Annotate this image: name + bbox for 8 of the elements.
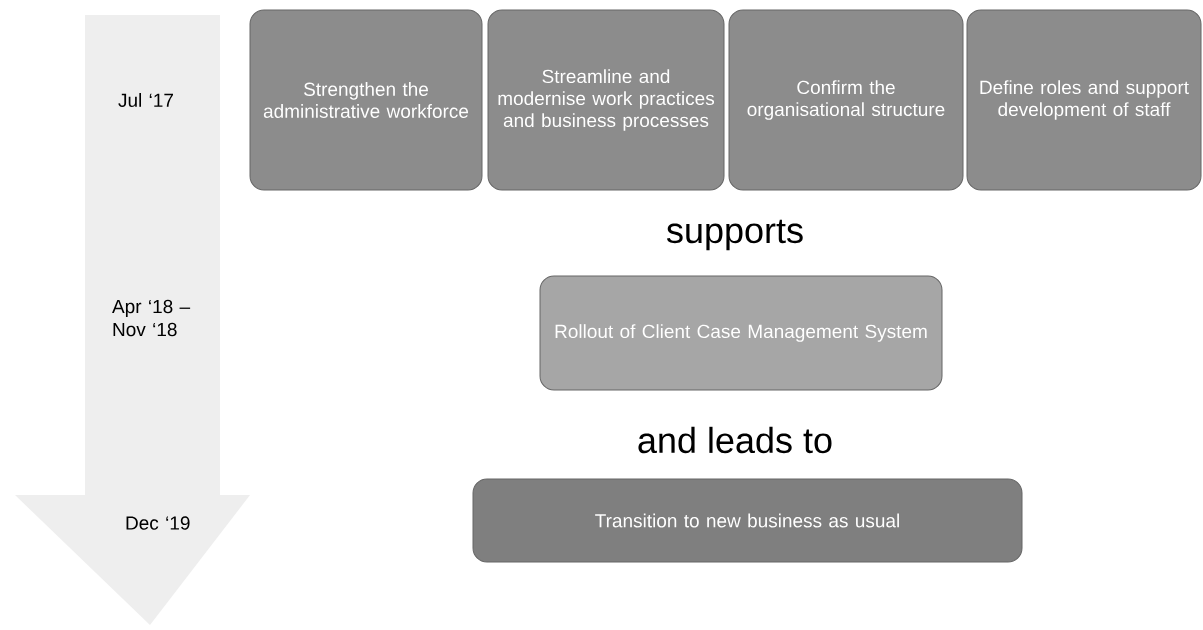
process-box: Strengthen the administrative workforce	[249, 9, 483, 191]
process-box: Streamline and modernise work practices and business processes	[487, 9, 725, 191]
process-box: Define roles and support development of staff	[966, 9, 1202, 191]
process-box: Transition to new business as usual	[472, 478, 1023, 563]
connecting-phrase: supports	[666, 219, 803, 251]
connecting-phrase: and leads to	[638, 426, 832, 454]
process-box: Confirm the organisational structure	[728, 9, 964, 191]
process-box: Rollout of Client Case Management System	[539, 275, 943, 391]
